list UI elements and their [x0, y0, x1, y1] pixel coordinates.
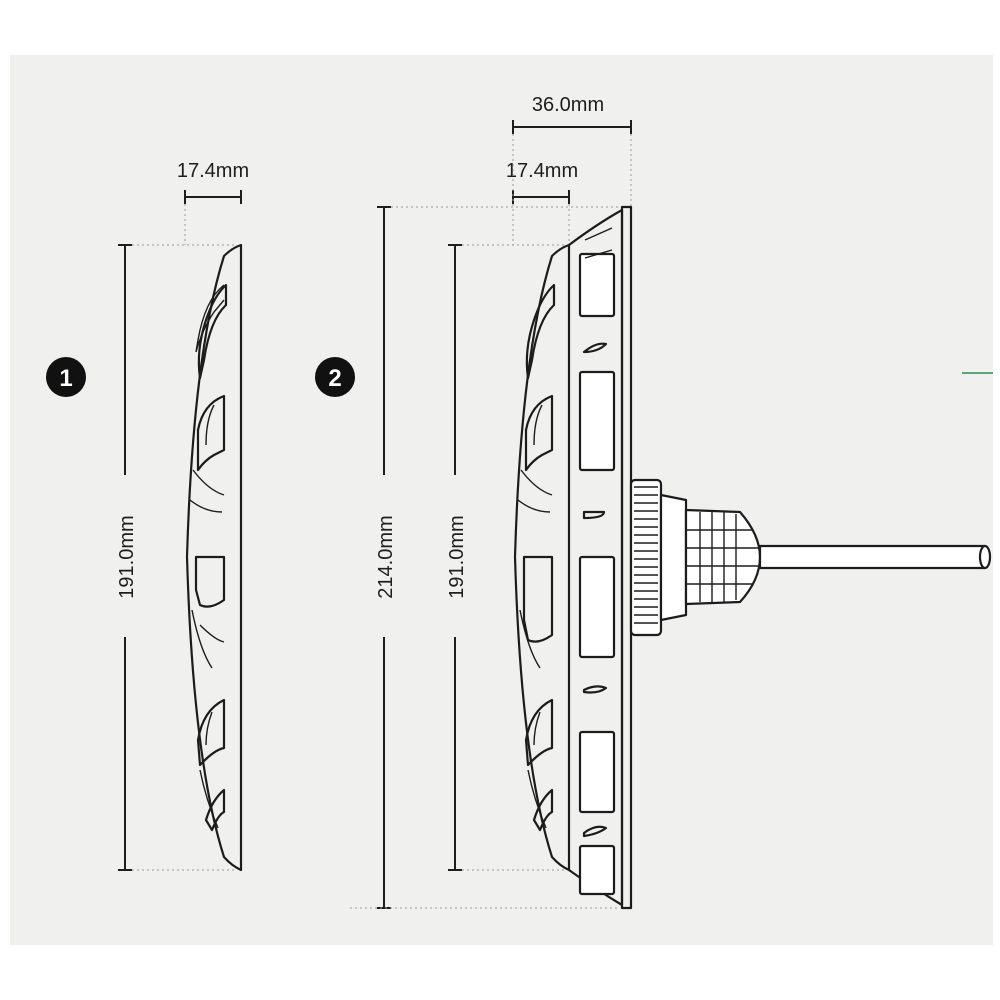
- item-2-width-dimension: 17.4mm: [506, 134, 578, 245]
- item-2-total-width-label: 36.0mm: [532, 94, 604, 116]
- item-2-height-dimension: 191.0mm: [446, 244, 566, 871]
- item-1-width-label: 17.4mm: [177, 160, 249, 182]
- item-1-height-dimension: 191.0mm: [116, 244, 237, 871]
- item-1-badge: 1: [46, 357, 86, 397]
- housing-slots: [582, 342, 608, 838]
- item-2-total-width-dimension: 36.0mm: [512, 94, 632, 207]
- item-2-housing-profile: [513, 205, 633, 910]
- item-2-badge: 2: [315, 357, 355, 397]
- diagram-panel: [10, 55, 993, 945]
- item-1-badge-number: 1: [59, 365, 72, 392]
- item-2-height-label: 191.0mm: [446, 515, 468, 598]
- item-2-badge-number: 2: [328, 365, 341, 392]
- item-1-lens-profile: [185, 243, 243, 872]
- item-2-cable: [758, 544, 992, 570]
- item-2-total-height-label: 214.0mm: [375, 515, 397, 598]
- item-2-total-height-dimension: 214.0mm: [350, 206, 620, 909]
- item-1-width-dimension: 17.4mm: [177, 160, 249, 245]
- item-2-width-label: 17.4mm: [506, 160, 578, 182]
- item-1-group: 1 17.4mm 191.0mm: [46, 160, 249, 872]
- housing-windows: [578, 227, 616, 896]
- item-2-group: 2 36.0mm 17.4mm 214.0mm: [315, 94, 993, 910]
- item-1-height-label: 191.0mm: [116, 515, 138, 598]
- item-2-cable-gland: [629, 478, 762, 637]
